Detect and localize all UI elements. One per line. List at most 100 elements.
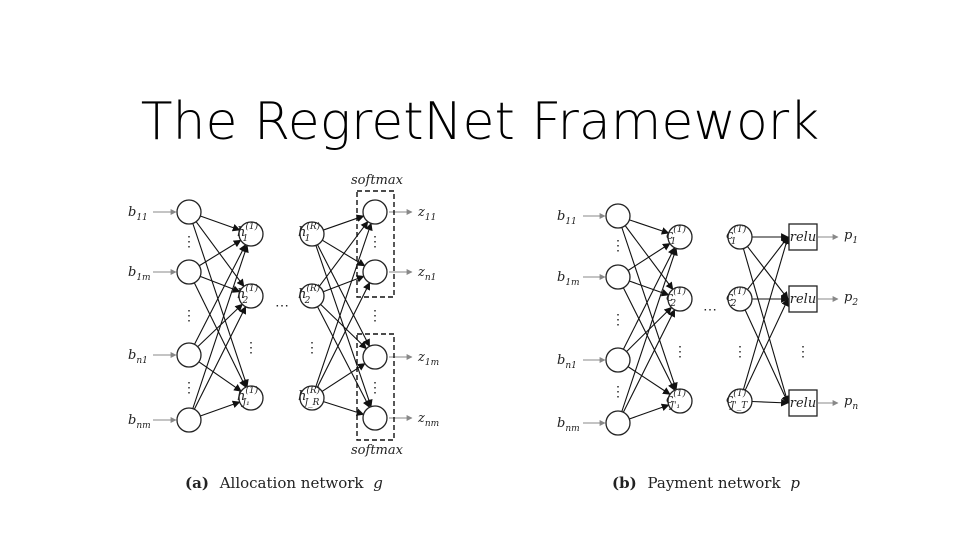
payment-layer-ellipsis: ⋯ [703,302,717,318]
payment-caption-text: Payment network [647,474,781,492]
payment-hiddenT-label-0: c(T)1 [726,224,747,247]
payment-output-label-2: pn [844,394,858,412]
payment-hidden1-label-2: c(1)J'₁ [666,388,687,411]
allocation-hidden1-label-2-base: h [237,389,245,404]
allocation-hiddenR-vdots: ⋮ [305,340,319,356]
allocation-hidden1-vdots: ⋮ [244,340,258,356]
payment-input-label-2-sub: n1 [565,361,577,371]
payment-hidden1-node-0 [667,224,693,250]
payment-input-vdots-3: ⋮ [611,384,625,400]
allocation-output-label-1-base: z [417,265,425,280]
allocation-output-label-1-sub: n1 [425,273,437,283]
allocation-hiddenR-node-0 [299,221,325,247]
relu-label-1: relu [790,292,816,307]
allocation-output-label-0-base: z [417,205,425,220]
payment-hiddenT-label-1-sub: 2 [730,299,737,309]
allocation-edge-in2-h2 [198,361,242,392]
payment-edge-in2-c0 [622,247,676,350]
payment-hidden1-label-2-sub: J'₁ [668,401,680,411]
payment-hidden1-label-0-base: c [666,228,674,243]
relu-label-0: relu [790,230,816,245]
edges-layer [153,209,839,426]
allocation-hidden1-label-1-base: h [237,287,245,302]
payment-input-label-1-sub: 1m [565,278,579,288]
payment-hiddenT-label-2-sub: J'_T [729,401,749,411]
payment-hiddenT-label-0-base: c [726,228,734,243]
payment-edge-ct1-relu0 [747,236,789,290]
payment-input-label-3-sub: nm [565,424,579,434]
payment-hiddenT-node-1 [727,286,753,312]
payment-edge-ct2-relu2 [751,398,789,407]
allocation-input-label-2-sub: n1 [136,356,148,366]
payment-hidden1-node-2 [667,388,693,414]
allocation-hiddenR-node-2 [299,385,325,411]
payment-input-label-2-base: b [557,353,565,368]
payment-hiddenT-node-0 [727,224,753,250]
payment-caption-var: p [790,474,800,492]
payment-output-label-0-base: p [844,228,853,243]
payment-output-label-1-sub: 2 [851,298,858,308]
allocation-hiddenR-label-2-base: h [298,389,306,404]
allocation-caption-text: Allocation network [219,474,365,492]
relu-box-1 [788,285,818,313]
payment-hidden1-label-0-sup: (1) [673,224,686,235]
allocation-hidden1-label-2: h(1)J₁ [237,385,259,408]
allocation-edge-hr1-out1 [323,275,365,293]
allocation-hiddenR-label-1-sup: (R) [306,283,320,294]
payment-hidden1-label-1-base: c [666,290,674,305]
softmax-box-bottom [356,333,395,441]
payment-input-label-0: b11 [557,209,577,227]
payment-edge-ct0-relu1 [747,246,789,300]
allocation-edge-hr2-out0 [315,222,373,387]
allocation-hiddenR-label-0-base: h [298,225,306,240]
payment-edge-ct2-relu0 [742,236,790,390]
allocation-input-vdots-1: ⋮ [182,234,196,250]
allocation-edge-in3-h1 [193,306,247,410]
payment-input-label-0-base: b [557,209,565,224]
allocation-hidden1-label-0: h(1)1 [237,221,259,244]
allocation-output-vdots-3: ⋮ [368,380,382,396]
payment-hiddenT-label-2-sup: (T) [733,388,747,399]
allocation-hidden1-label-1: h(1)2 [237,283,259,306]
allocation-input-node-3 [176,407,202,433]
allocation-caption-tag: (a) [185,474,209,492]
payment-edge-in1-c2 [622,287,676,391]
allocation-edge-in1-h0 [198,239,242,267]
allocation-output-label-0: z11 [417,205,436,223]
allocation-hidden1-label-2-sup: (1) [245,385,258,396]
allocation-input-label-2-base: b [128,348,136,363]
allocation-edge-hr1-out0 [318,220,369,287]
allocation-input-node-2 [176,342,202,368]
allocation-output-vdots-2: ⋮ [368,308,382,324]
allocation-edge-hr2-out3 [323,401,365,416]
allocation-input-vdots-2: ⋮ [182,308,196,324]
allocation-hiddenR-label-2-sup: (R) [306,385,320,396]
allocation-input-node-0 [176,199,202,225]
allocation-output-node-3 [362,405,388,431]
payment-input-node-0 [605,203,631,229]
allocation-input-label-0-base: b [128,205,136,220]
payment-output-label-1: p2 [844,290,858,308]
payment-hiddenT-label-1-sup: (T) [733,286,747,297]
allocation-output-label-1: zn1 [417,265,436,283]
payment-hiddenT-label-1-base: c [726,290,734,305]
payment-hidden1-label-1: c(1)2 [666,286,687,309]
payment-input-label-2: bn1 [557,353,577,371]
allocation-layer-ellipsis: ⋯ [275,298,289,314]
allocation-input-node-1 [176,259,202,285]
payment-input-label-1-base: b [557,270,565,285]
payment-input-node-3 [605,410,631,436]
payment-hiddenT-label-0-sup: (T) [733,224,747,235]
allocation-hidden1-label-0-sup: (1) [245,221,258,232]
allocation-output-label-2-base: z [417,350,425,365]
relu-label-2: relu [790,396,816,411]
allocation-hidden1-label-1-sub: 2 [242,296,249,306]
allocation-output-label-3-sub: nm [425,419,439,429]
payment-input-node-2 [605,347,631,373]
allocation-input-label-0-sub: 11 [136,213,147,223]
payment-edge-in3-c0 [621,247,678,412]
payment-hidden1-label-2-base: c [666,392,674,407]
allocation-edge-hr1-out3 [317,306,370,409]
allocation-hiddenR-label-2: h(R)J_R [298,385,321,408]
